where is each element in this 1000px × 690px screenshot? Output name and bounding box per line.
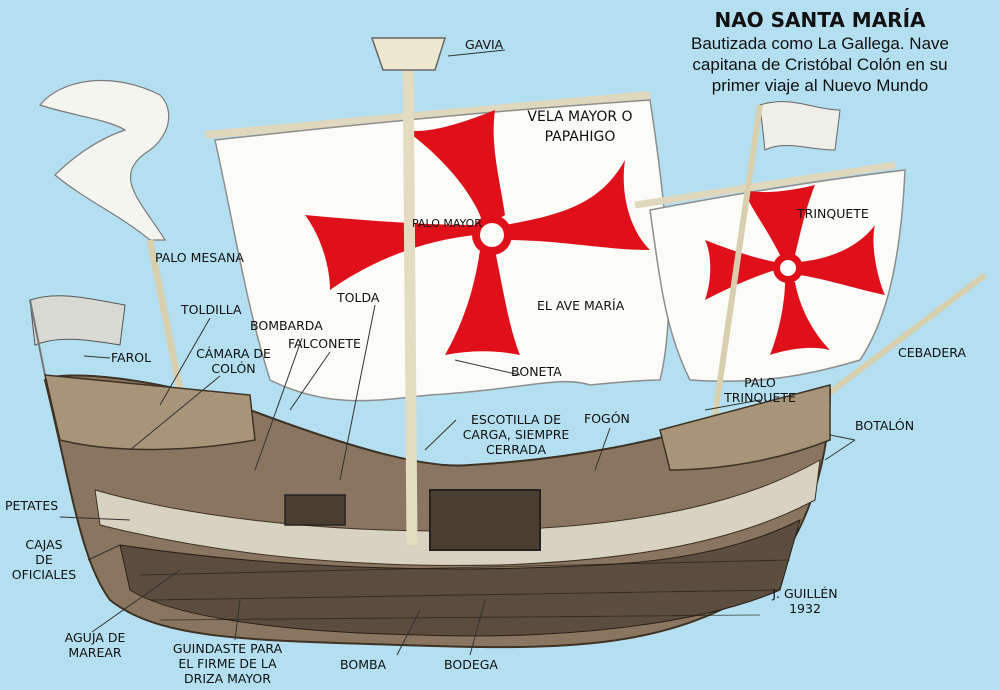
label-line: CÁMARA DE	[196, 346, 271, 361]
main-sail-cross	[305, 110, 650, 355]
label-line: GUINDASTE PARA	[172, 641, 283, 656]
bowsprit	[818, 272, 987, 403]
label-line: CAJAS	[25, 537, 63, 552]
label-line: CERRADA	[486, 442, 546, 457]
label-fogon: FOGÓN	[584, 411, 630, 426]
label-bomba: BOMBA	[340, 657, 387, 672]
subtitle-line: Bautizada como La Gallega. Nave	[691, 34, 949, 53]
subtitle-line: capitana de Cristóbal Colón en su	[692, 55, 948, 74]
label-toldilla: TOLDILLA	[181, 302, 242, 317]
fore-flag	[759, 101, 841, 151]
main-sail	[214, 99, 670, 402]
label-aguja: AGUJA DE MAREAR	[50, 630, 140, 660]
label-cajas: CAJAS DE OFICIALES	[0, 537, 88, 582]
cargo-hatch	[429, 489, 541, 551]
label-line: J. GUILLÉN	[772, 586, 838, 601]
label-line: 1932	[789, 601, 821, 616]
page-title: NAO SANTA MARÍA	[714, 8, 926, 32]
subtitle: Bautizada como La Gallega. Nave capitana…	[640, 33, 1000, 96]
label-petates: PETATES	[5, 498, 59, 513]
label-line: TRINQUETE	[724, 390, 796, 405]
fore-yard	[634, 161, 896, 209]
label-line: COLÓN	[211, 361, 256, 376]
label-line: MAREAR	[68, 645, 122, 660]
label-guindaste: GUINDASTE PARA EL FIRME DE LA DRIZA MAYO…	[160, 641, 295, 686]
label-line: AGUJA DE	[64, 630, 126, 645]
label-line: DRIZA MAYOR	[184, 671, 271, 686]
label-boneta: BONETA	[511, 364, 562, 379]
label-author: J. GUILLÉN 1932	[765, 586, 845, 616]
label-line: PAPAHIGO	[544, 129, 616, 145]
stern-flag	[29, 295, 126, 346]
label-palo-trinquete: PALO TRINQUETE	[700, 375, 820, 405]
label-palo-mesana: PALO MESANA	[155, 250, 244, 265]
label-bombarda: BOMBARDA	[250, 318, 323, 333]
label-vela-mayor: VELA MAYOR O PAPAHIGO	[505, 107, 655, 147]
label-line: CARGA, SIEMPRE	[462, 427, 570, 442]
stern-castle	[44, 374, 256, 451]
label-cebadera: CEBADERA	[898, 345, 967, 360]
main-mast	[402, 49, 418, 546]
fore-castle	[659, 384, 831, 471]
label-line: VELA MAYOR O	[527, 109, 633, 125]
label-bodega: BODEGA	[444, 657, 498, 672]
label-camara: CÁMARA DE COLÓN	[186, 346, 281, 376]
label-tolda: TOLDA	[337, 290, 380, 305]
label-escotilla: ESCOTILLA DE CARGA, SIEMPRE CERRADA	[446, 412, 586, 457]
label-trinquete: TRINQUETE	[797, 206, 869, 221]
label-line: ESCOTILLA DE	[471, 412, 561, 427]
label-line: EL FIRME DE LA	[178, 656, 277, 671]
pennant-flag	[38, 79, 170, 241]
foremast	[707, 104, 763, 451]
label-gavia: GAVIA	[465, 37, 504, 52]
label-botalon: BOTALÓN	[855, 418, 915, 433]
label-line: OFICIALES	[11, 567, 77, 582]
main-yard	[204, 91, 651, 139]
label-ave-maria: EL AVE MARÍA	[537, 298, 625, 313]
label-line: PALO	[744, 375, 776, 390]
label-falconete: FALCONETE	[288, 336, 361, 351]
label-farol: FAROL	[111, 350, 152, 365]
crows-nest	[370, 37, 447, 71]
fore-sail-cross	[705, 185, 885, 355]
label-line: DE	[35, 552, 53, 567]
label-palo-mayor: PALO MAYOR	[412, 217, 482, 230]
mizzen-mast	[146, 239, 184, 391]
subtitle-line: primer viaje al Nuevo Mundo	[711, 76, 929, 95]
